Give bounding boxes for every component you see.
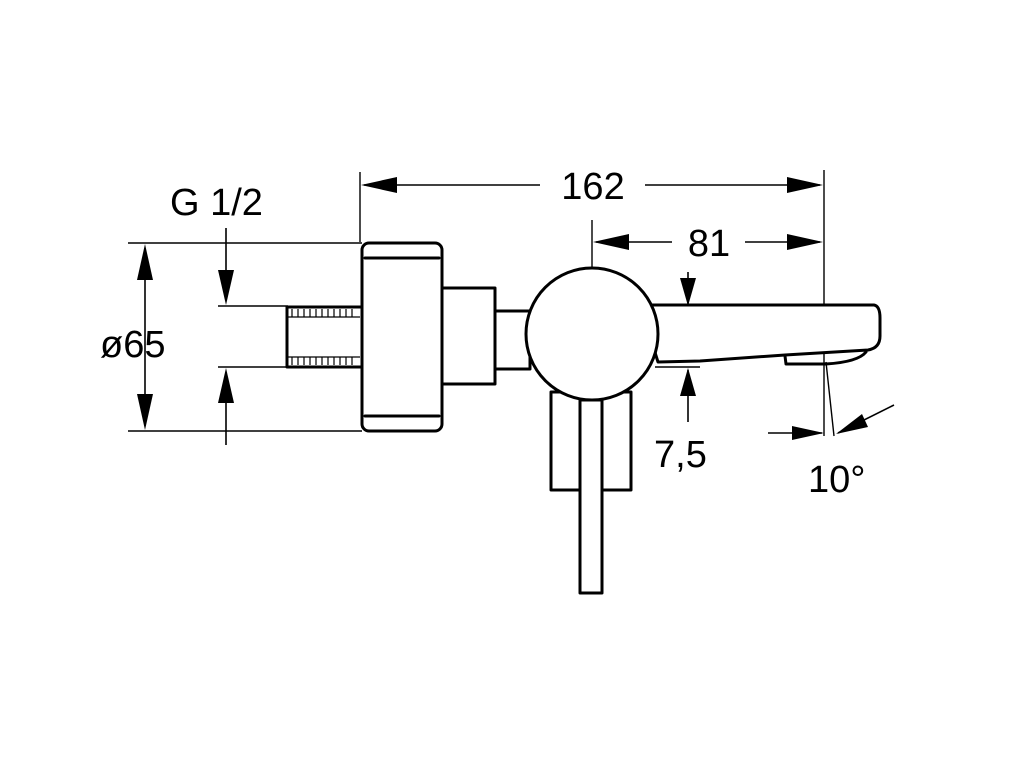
dimension-thread [218, 228, 234, 445]
dimension-spout-angle [768, 361, 895, 440]
thread-size-label: G 1/2 [170, 182, 263, 224]
dimension-spout-height [680, 272, 696, 422]
connecting-nut [493, 309, 532, 371]
cartridge-body [524, 266, 660, 402]
wall-flange [360, 241, 444, 433]
spout-angle-label: 10° [808, 459, 865, 501]
spout [638, 303, 882, 364]
mixer-body [285, 241, 882, 595]
lever-handle [578, 398, 604, 595]
thread-marks [287, 309, 360, 365]
dimension-overall-length [361, 177, 823, 193]
extension-lines [128, 170, 825, 436]
diameter-label: ø65 [100, 324, 165, 366]
collar [438, 286, 497, 386]
spout-length-label: 81 [688, 223, 730, 265]
dimension-diameter [137, 244, 153, 430]
spout-height-label: 7,5 [654, 434, 707, 476]
dimension-spout-length [593, 234, 823, 250]
overall-length-label: 162 [561, 166, 624, 208]
